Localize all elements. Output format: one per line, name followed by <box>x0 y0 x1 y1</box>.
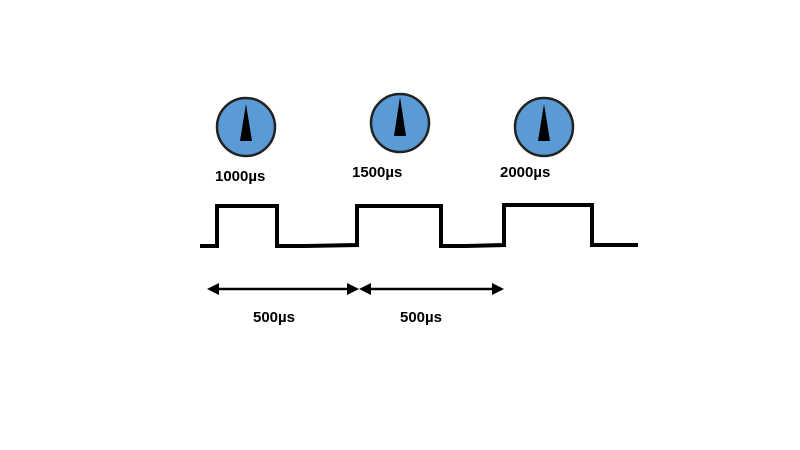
period-arrow-2 <box>359 283 504 295</box>
arrow-head-left-icon <box>207 283 219 295</box>
arrow-head-left-icon <box>359 283 371 295</box>
servo-dial-2 <box>369 92 431 154</box>
needle-icon <box>538 104 550 141</box>
dial-label-2000us: 2000µs <box>500 164 550 181</box>
dial-label-1500us: 1500µs <box>352 164 402 181</box>
period-arrow-1 <box>207 283 359 295</box>
period-label-1: 500µs <box>253 309 295 326</box>
arrow-head-right-icon <box>492 283 504 295</box>
needle-icon <box>240 104 252 141</box>
servo-dial-3 <box>513 96 575 158</box>
pwm-signal <box>200 203 638 248</box>
period-label-2: 500µs <box>400 309 442 326</box>
needle-icon <box>394 97 406 136</box>
dial-label-1000us: 1000µs <box>215 168 265 185</box>
arrow-head-right-icon <box>347 283 359 295</box>
servo-dial-1 <box>215 96 277 158</box>
